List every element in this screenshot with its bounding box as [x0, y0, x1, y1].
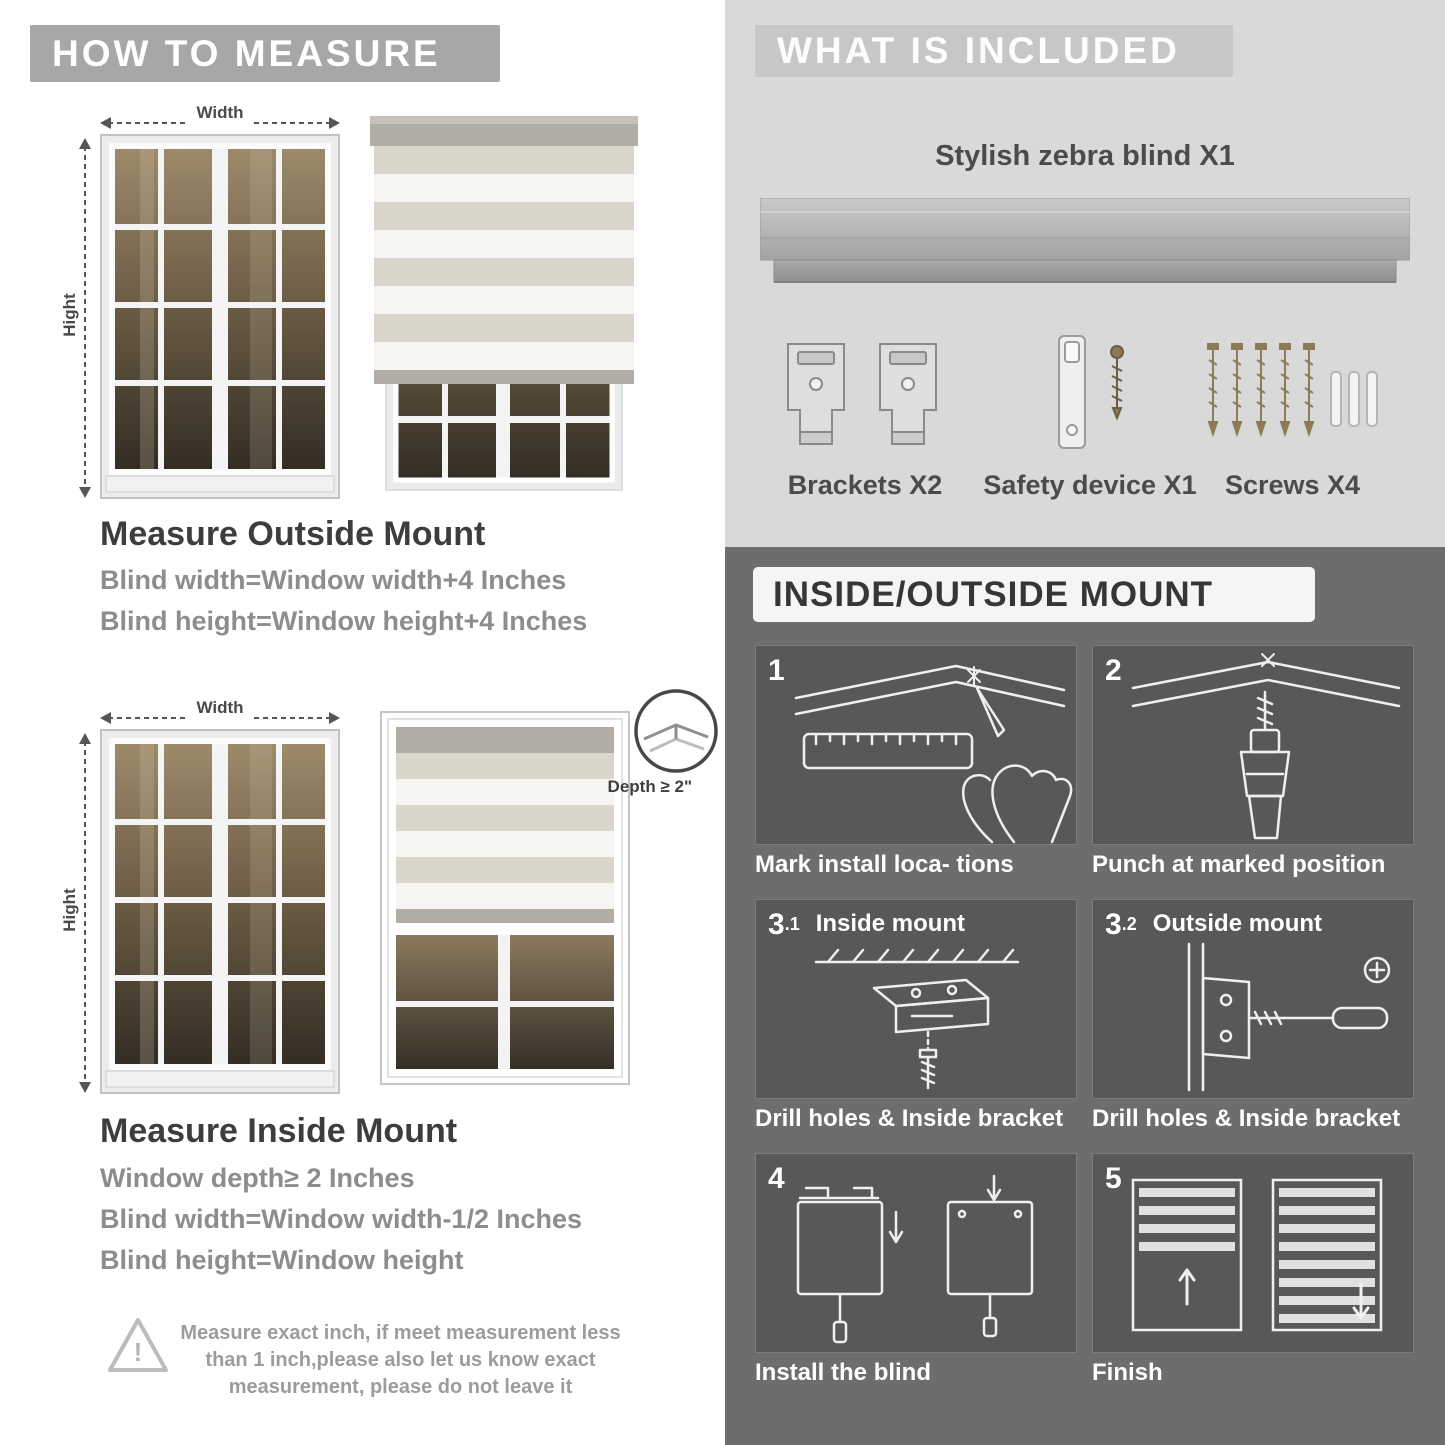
step-3-1-tile: 3.1 Inside mount [755, 899, 1077, 1099]
inside-bracket-illustration [814, 948, 1020, 1090]
screws-label: Screws X4 [1224, 470, 1361, 500]
inside-mount-line-3: Blind height=Window height [100, 1245, 464, 1275]
step-1-tile: 1 [755, 645, 1077, 845]
step-2-caption: Punch at marked position [1092, 851, 1386, 878]
warning-text: Measure exact inch, if meet measurement … [178, 1320, 623, 1401]
brackets-label: Brackets X2 [787, 470, 943, 500]
inside-mount-title: Measure Inside Mount [100, 1112, 458, 1150]
step-3-1-number: 3 [768, 908, 785, 941]
product-label: Stylish zebra blind X1 [935, 140, 1235, 172]
window-illustration [100, 134, 340, 499]
step-1-number: 1 [768, 654, 785, 687]
step-5-caption: Finish [1092, 1359, 1163, 1386]
safety-device-illustration [1058, 335, 1124, 449]
step-4-caption: Install the blind [755, 1359, 932, 1386]
warning-line-2: than 1 inch,please also let us know exac… [205, 1349, 596, 1371]
zebra-blind-inside-illustration [380, 711, 630, 1085]
step-3-2-caption: Drill holes & Inside bracket [1092, 1105, 1401, 1132]
width-label: Width [196, 698, 244, 717]
mount-instructions-section: INSIDE/OUTSIDE MOUNT 1 Mark in [725, 547, 1445, 1445]
step-2-number: 2 [1105, 654, 1122, 687]
warning-line-3: measurement, please do not leave it [228, 1376, 573, 1398]
inside-mount-figure: Width Hight [60, 689, 722, 1105]
step-3-2-tile: 3.2 Outside mount [1092, 899, 1414, 1099]
depth-label: Depth ≥ 2" [607, 777, 692, 796]
warning-exclamation: ! [133, 1337, 143, 1367]
brackets-illustration [787, 343, 937, 445]
step-3-2-number: 3 [1105, 908, 1122, 941]
width-arrow [100, 117, 340, 129]
width-label: Width [196, 103, 244, 122]
step-2-tile: 2 [1092, 645, 1414, 845]
outside-mount-line-2: Blind height=Window height+4 Inches [100, 606, 588, 636]
step-3-1-label: Inside mount [815, 910, 966, 937]
outside-mount-line-1: Blind width=Window width+4 Inches [100, 565, 567, 595]
step-5-tile: 5 [1092, 1153, 1414, 1353]
mark-location-illustration [794, 664, 1073, 844]
warning-triangle-icon [108, 1318, 168, 1372]
headrail-illustration [760, 198, 1410, 283]
step-5-number: 5 [1105, 1162, 1122, 1195]
step-4-number: 4 [768, 1162, 785, 1195]
how-to-measure-banner: HOW TO MEASURE [30, 25, 500, 82]
screws-illustration [1207, 343, 1378, 438]
depth-magnifier [634, 689, 718, 773]
height-arrow [79, 733, 91, 1093]
finish-illustration [1131, 1178, 1383, 1332]
step-3-2-label: Outside mount [1152, 910, 1323, 937]
zebra-blind-outside-illustration [370, 116, 638, 491]
step-3-1-caption: Drill holes & Inside bracket [755, 1105, 1064, 1132]
install-blind-illustration [796, 1174, 1034, 1344]
step-3-1-subnumber: .1 [784, 914, 800, 934]
step-4-tile: 4 [755, 1153, 1077, 1353]
what-is-included-section: WHAT IS INCLUDED Stylish zebra blind X1 [725, 0, 1445, 547]
height-arrow [79, 138, 91, 498]
mount-banner: INSIDE/OUTSIDE MOUNT [753, 567, 1315, 622]
step-3-2-subnumber: .2 [1121, 914, 1137, 934]
inside-mount-line-2: Blind width=Window width-1/2 Inches [100, 1204, 583, 1234]
inside-mount-line-1: Window depth≥ 2 Inches [100, 1163, 415, 1193]
window-illustration [100, 729, 340, 1094]
drill-illustration [1131, 653, 1401, 840]
outside-mount-figure: Width Hight [60, 100, 662, 505]
what-is-included-banner: WHAT IS INCLUDED [755, 25, 1233, 77]
outside-bracket-illustration [1187, 942, 1391, 1092]
warning-line-1: Measure exact inch, if meet measurement … [180, 1322, 621, 1344]
height-label: Hight [60, 293, 79, 337]
width-arrow [100, 712, 340, 724]
step-1-caption: Mark install loca- tions [755, 851, 1014, 878]
height-label: Hight [60, 888, 79, 932]
safety-device-label: Safety device X1 [983, 470, 1197, 500]
outside-mount-title: Measure Outside Mount [100, 515, 486, 553]
